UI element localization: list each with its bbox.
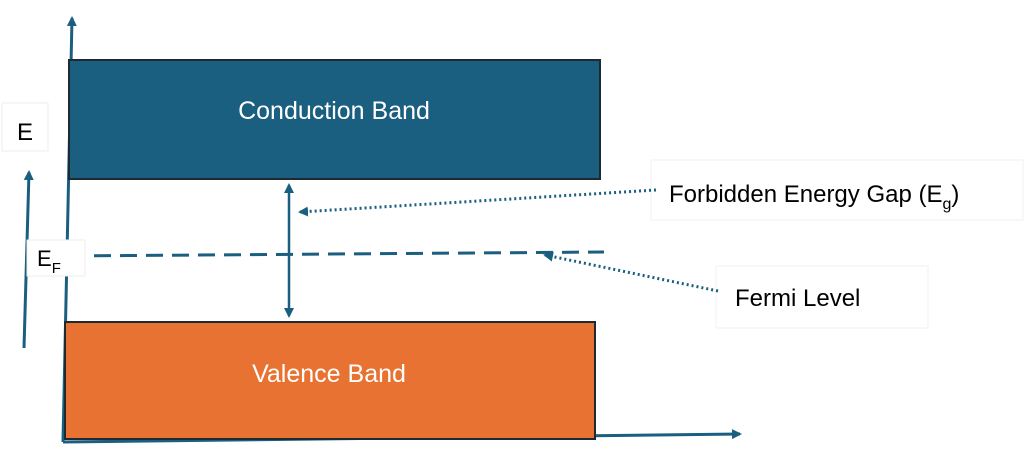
fermi-marker-base: E [37, 246, 52, 271]
energy-label-box [1, 102, 49, 152]
gap-callout-suffix: ) [951, 181, 959, 208]
valence-band [64, 321, 596, 440]
gap-callout-pointer [298, 188, 657, 217]
fermi-callout-box [715, 265, 929, 329]
valence-band-label: Valence Band [252, 360, 406, 388]
gap-callout-sub: g [942, 196, 951, 213]
fermi-marker-box [26, 239, 86, 277]
energy-label: E [17, 119, 33, 146]
fermi-callout-pointer [543, 251, 719, 293]
gap-callout-label: Forbidden Energy Gap (Eg) [669, 181, 959, 213]
gap-callout-text: Forbidden Energy Gap (E [669, 181, 942, 208]
gap-callout-box [650, 159, 1024, 221]
fermi-callout-label: Fermi Level [735, 285, 860, 312]
fermi-marker-sub: F [52, 260, 61, 277]
fermi-level-line [67, 250, 605, 258]
conduction-band [68, 59, 601, 180]
conduction-band-label: Conduction Band [238, 97, 430, 125]
fermi-marker-label: EF [37, 246, 61, 277]
